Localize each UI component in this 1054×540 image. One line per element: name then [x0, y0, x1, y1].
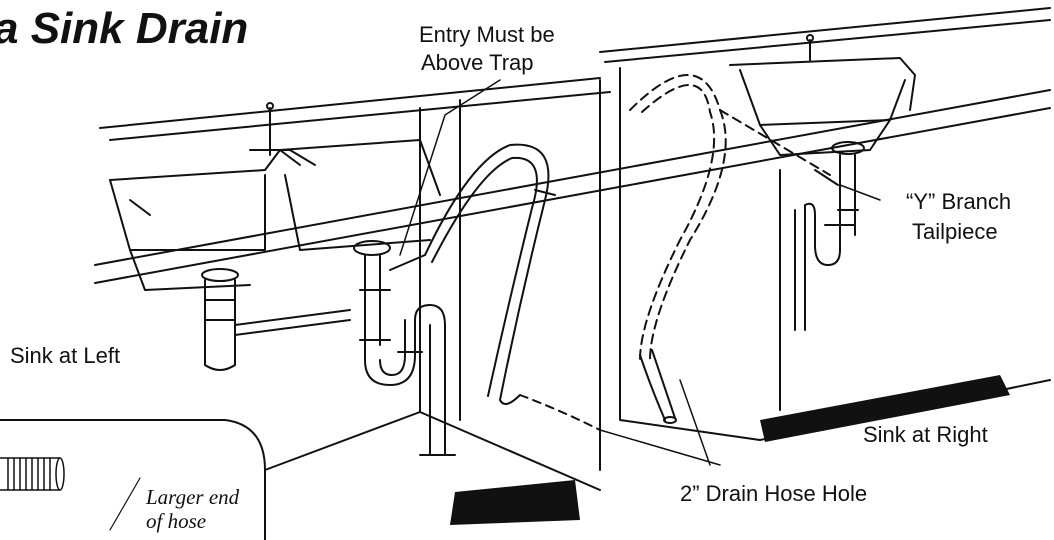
- right-sink: [729, 34, 916, 156]
- leader-lines: [399, 79, 881, 466]
- label-entry-above-trap-line2: Above Trap: [421, 50, 534, 75]
- drain-hose-left: [424, 143, 601, 431]
- garbage-disposal: [201, 268, 351, 371]
- label-sink-at-left: Sink at Left: [10, 343, 121, 368]
- label-drain-hose-hole: 2” Drain Hose Hole: [680, 481, 868, 506]
- right-drain-plumbing: [794, 141, 865, 331]
- label-y-branch-line2: Tailpiece: [912, 219, 998, 244]
- label-larger-end-line2: of hose: [146, 509, 207, 533]
- left-faucet: [249, 102, 316, 166]
- left-sink: [109, 139, 441, 291]
- hose-inset-panel: [0, 419, 266, 540]
- label-sink-at-right: Sink at Right: [863, 422, 988, 447]
- page-title: a Sink Drain: [0, 4, 249, 53]
- left-drain-plumbing: [353, 240, 456, 456]
- label-entry-above-trap-line1: Entry Must be: [419, 22, 555, 47]
- hose-ribbed-end: [0, 457, 65, 491]
- floor-shadows: [450, 375, 1010, 525]
- drain-hose-right-hidden: [629, 74, 831, 361]
- label-larger-end-line1: Larger end: [146, 485, 240, 509]
- drain-hose-right-end: [639, 349, 677, 424]
- countertop-lines: [94, 7, 1051, 284]
- label-y-branch-line1: “Y” Branch: [906, 189, 1012, 214]
